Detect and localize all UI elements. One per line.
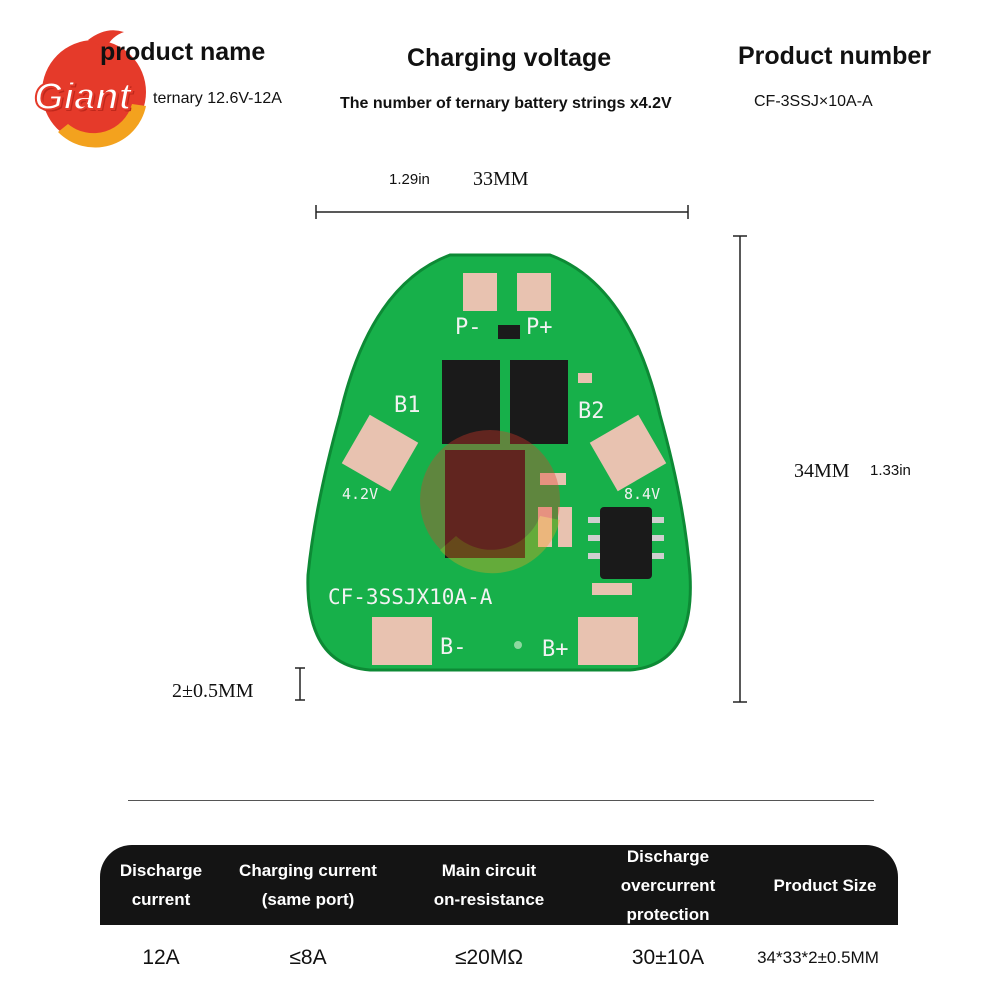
pad-p-minus-label: P- [455,315,482,340]
height-mm-label: 34MM [794,460,850,482]
watermark-logo [400,410,580,590]
product-name-value: ternary 12.6V-12A [153,90,282,107]
logo-icon [42,30,146,148]
product-number-title: Product number [738,42,932,70]
height-dimension-line [733,235,747,703]
voltage-42-label: 4.2V [342,485,379,503]
spec-value-discharge-current: 12A [142,946,180,969]
pad-b-minus-label: B- [440,635,467,660]
spec-value-overcurrent: 30±10A [631,946,705,969]
pad-b1-label: B1 [394,393,421,418]
section-divider [128,800,874,801]
product-name-title: product name [100,38,266,66]
logo-text: Giant [33,75,132,119]
thickness-label: 2±0.5MM [172,680,254,702]
thickness-bracket [295,667,305,701]
height-in-label: 1.33in [870,462,911,479]
width-dimension-line [315,205,689,219]
spec-header-charging-current: Charging current(same port) [239,861,377,909]
brand-logo: Giant [28,22,168,152]
pad-p-plus-label: P+ [526,315,553,340]
spec-value-charging-current: ≤8A [289,946,327,969]
spec-header-product-size: Product Size [773,875,877,895]
board-model-label: CF-3SSJX10A-A [328,585,493,609]
product-number-value: CF-3SSJ×10A-A [754,93,873,110]
pad-b2-label: B2 [578,399,605,424]
spec-value-on-resistance: ≤20MΩ [454,946,524,969]
spec-value-product-size: 34*33*2±0.5MM [757,948,879,967]
charging-voltage-title: Charging voltage [407,44,612,72]
pad-b-plus-label: B+ [542,637,569,662]
charging-voltage-value: The number of ternary battery strings x4… [340,95,672,112]
pcb-board: P- P+ B1 B2 4.2V 8.4V CF-3SSJX10A-A B- B… [300,245,700,675]
voltage-84-label: 8.4V [624,485,661,503]
width-mm-label: 33MM [473,168,529,190]
width-in-label: 1.29in [389,171,430,188]
